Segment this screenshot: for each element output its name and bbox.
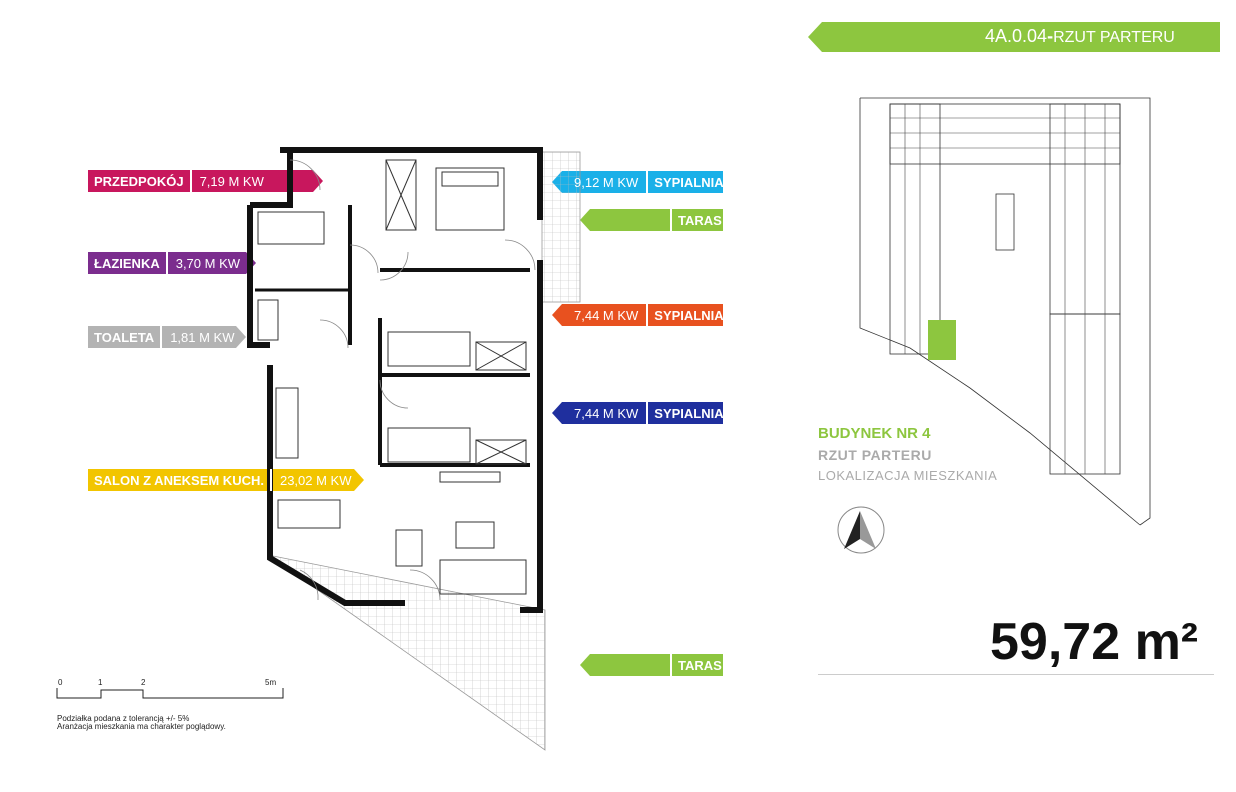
room-label-bedroom-3: 7,44 M KW SYPIALNIA [552, 402, 730, 424]
room-area: 9,12 M KW [552, 171, 649, 193]
door-swings [289, 159, 536, 601]
room-label-living-room: SALON Z ANEKSEM KUCH. 23,02 M KW [88, 469, 374, 491]
terrace-top [541, 151, 581, 303]
building-key-plan [859, 97, 1151, 526]
furniture [257, 159, 527, 595]
scale-tick-label: 1 [98, 678, 103, 687]
scale-tick-label: 5m [265, 678, 277, 687]
room-label-bedroom-1: 9,12 M KW SYPIALNIA [552, 171, 730, 193]
divider [818, 674, 1214, 675]
header-subtitle: RZUT PARTERU [1053, 29, 1175, 46]
room-name: TARAS [678, 212, 722, 228]
header-dash: - [1047, 26, 1054, 46]
room-area: 3,70 M KW [175, 255, 241, 271]
room-name: PRZEDPOKÓJ [88, 170, 192, 192]
north-arrow-icon [837, 506, 885, 554]
room-label-bathroom: ŁAZIENKA 3,70 M KW [88, 252, 262, 274]
room-area: 23,02 M KW [279, 472, 352, 488]
arrangement-note: Aranżacja mieszkania ma charakter pogląd… [57, 722, 226, 731]
building-title: BUDYNEK NR 4 [818, 425, 931, 442]
room-label-terrace-1: TARAS [580, 209, 728, 231]
room-area: 1,81 M KW [170, 329, 235, 345]
room-area: 7,44 M KW [552, 304, 649, 326]
floor-plan [247, 147, 581, 751]
room-area: 7,19 M KW [199, 173, 264, 189]
room-area [580, 654, 672, 676]
scale-tick-label: 2 [141, 678, 146, 687]
room-area: 7,44 M KW [552, 402, 649, 424]
walls [247, 147, 543, 613]
apartment-location-marker [928, 320, 956, 360]
scale-tick-label: 0 [58, 678, 63, 687]
room-name: TARAS [678, 657, 722, 673]
room-name: ŁAZIENKA [88, 252, 168, 274]
room-name: SYPIALNIA [654, 307, 724, 323]
room-label-terrace-2: TARAS [580, 654, 728, 676]
building-location-caption: LOKALIZACJA MIESZKANIA [818, 468, 998, 483]
building-floor: RZUT PARTERU [818, 447, 932, 463]
scale-bar [56, 688, 284, 699]
apartment-code: 4A.0.04 [985, 26, 1048, 46]
total-area: 59,72 m² [990, 613, 1199, 671]
tolerance-note: Podziałka podana z tolerancją +/- 5% [57, 714, 190, 723]
room-name: SYPIALNIA [654, 174, 724, 190]
room-name: TOALETA [88, 326, 163, 348]
room-name: SYPIALNIA [654, 405, 724, 421]
room-area [580, 209, 672, 231]
room-label-toilet: TOALETA 1,81 M KW [88, 326, 256, 348]
room-label-hallway: PRZEDPOKÓJ 7,19 M KW [88, 170, 323, 192]
room-label-bedroom-2: 7,44 M KW SYPIALNIA [552, 304, 730, 326]
header-banner [808, 22, 1220, 52]
room-name: SALON Z ANEKSEM KUCH. [88, 469, 272, 491]
terrace-bottom [267, 554, 546, 751]
header-title: 4A.0.04-RZUT PARTERU [985, 26, 1175, 47]
